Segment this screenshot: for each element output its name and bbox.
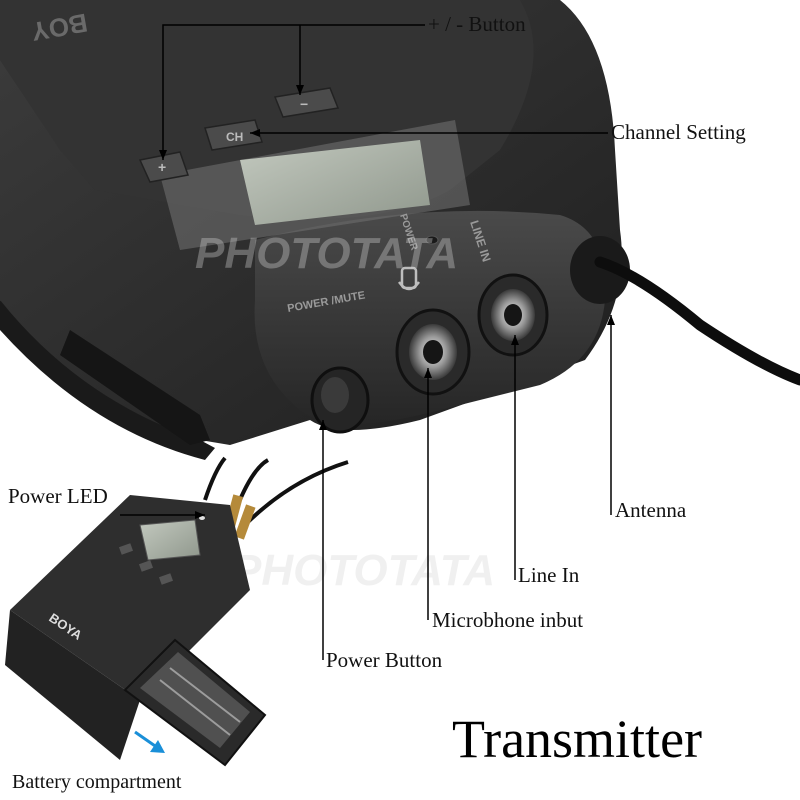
- lcd-display: [160, 120, 470, 250]
- leader-lines: [120, 24, 612, 660]
- antenna: [570, 236, 800, 386]
- watermark-lower: PHOTOTATA: [232, 546, 495, 595]
- battery-spring-2: [169, 667, 241, 723]
- slide-arrow-icon: [134, 730, 165, 753]
- label-battery-compartment: Battery compartment: [12, 771, 182, 793]
- small-button-1: [118, 543, 134, 555]
- large-transmitter: + − CH BOY POWER LINE IN POWER /MUTE: [0, 0, 800, 460]
- power-led: [425, 235, 439, 245]
- small-plug-2: [234, 504, 256, 540]
- power-button[interactable]: [310, 366, 370, 434]
- small-button-3: [158, 573, 174, 585]
- leader-plus-minus: [162, 24, 425, 160]
- battery-spring-1: [159, 679, 231, 736]
- label-antenna: Antenna: [615, 498, 687, 522]
- label-plus-minus-button: + / - Button: [428, 12, 526, 36]
- plus-button[interactable]: [138, 151, 189, 183]
- label-channel-setting: Channel Setting: [611, 120, 746, 144]
- minus-button-glyph: −: [300, 96, 308, 112]
- small-power-led: [199, 516, 205, 520]
- small-line-cable: [243, 460, 349, 527]
- minus-button[interactable]: [273, 87, 340, 118]
- channel-button-glyph: CH: [226, 130, 243, 144]
- label-power-led: Power LED: [8, 484, 108, 508]
- label-power-button: Power Button: [326, 648, 443, 672]
- microphone-jack[interactable]: [395, 308, 471, 396]
- small-front: [5, 610, 140, 760]
- arrowheads: [159, 85, 615, 519]
- small-lcd: [139, 519, 201, 561]
- small-transmitter: BOYA: [5, 456, 349, 767]
- plus-button-glyph: +: [158, 159, 166, 175]
- channel-button[interactable]: [204, 119, 263, 151]
- line-in-jack[interactable]: [477, 273, 549, 357]
- battery-tray-inner: [140, 652, 250, 748]
- label-microphone-input: Microbhone inbut: [432, 608, 584, 632]
- small-antenna-cable: [203, 456, 227, 501]
- microphone-icon: [397, 266, 421, 291]
- watermark-upper: PHOTOTATA: [195, 229, 458, 278]
- label-line-in: Line In: [518, 563, 580, 587]
- belt-clip: [60, 330, 210, 445]
- page-title: Transmitter: [452, 709, 703, 769]
- small-button-2: [138, 560, 154, 572]
